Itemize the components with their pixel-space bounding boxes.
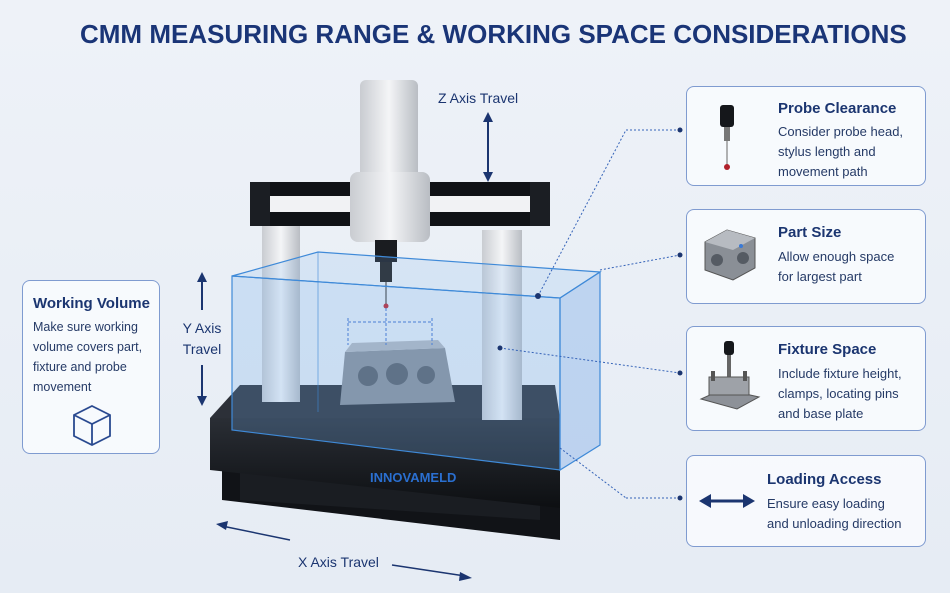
- right-column: [482, 230, 522, 420]
- card-text: Include fixture height, clamps, locating…: [778, 364, 902, 424]
- engine-block-part: [340, 308, 455, 405]
- y-axis-label-line1: Y Axis: [182, 320, 222, 336]
- y-axis-label-line2: Travel: [182, 341, 222, 357]
- card-title: Probe Clearance: [778, 100, 897, 117]
- text-line: for largest part: [778, 269, 862, 284]
- working-volume-card: Working Volume Make sure working volume …: [22, 280, 160, 454]
- z-ram: [350, 80, 430, 309]
- probe-icon: [720, 105, 734, 170]
- text-line: Include fixture height,: [778, 366, 902, 381]
- probe-clearance-card: Probe Clearance Consider probe head, sty…: [686, 86, 926, 186]
- text-line: Make sure working: [33, 320, 138, 334]
- brand-label: INNOVAMELD: [370, 470, 456, 485]
- card-text: Make sure working volume covers part, fi…: [33, 317, 142, 397]
- card-text: Consider probe head, stylus length and m…: [778, 122, 903, 182]
- axis-arrows: [197, 112, 493, 581]
- left-column: [262, 222, 300, 402]
- fixture-icon: [699, 341, 761, 410]
- text-line: Allow enough space: [778, 249, 895, 264]
- card-title: Loading Access: [767, 471, 882, 488]
- double-arrow-icon: [699, 494, 755, 508]
- part-size-card: Part Size Allow enough space for largest…: [686, 209, 926, 304]
- engine-block-icon: [704, 229, 756, 281]
- card-title: Working Volume: [33, 295, 150, 312]
- card-text: Ensure easy loading and unloading direct…: [767, 494, 901, 534]
- text-line: and unloading direction: [767, 516, 902, 531]
- text-line: Ensure easy loading: [767, 496, 885, 511]
- y-axis-label: Y Axis Travel: [172, 318, 232, 360]
- text-line: volume covers part,: [33, 340, 143, 354]
- fixture-space-card: Fixture Space Include fixture height, cl…: [686, 326, 926, 431]
- x-axis-label: X Axis Travel: [298, 554, 379, 570]
- z-axis-label: Z Axis Travel: [438, 90, 519, 106]
- leader-lines: [497, 127, 683, 501]
- card-title: Fixture Space: [778, 341, 877, 358]
- text-line: fixture and probe: [33, 360, 127, 374]
- granite-base: [210, 385, 560, 540]
- text-line: stylus length and: [778, 144, 876, 159]
- text-line: clamps, locating pins: [778, 386, 899, 401]
- text-line: Consider probe head,: [778, 124, 904, 139]
- page-title: CMM MEASURING RANGE & WORKING SPACE CONS…: [80, 19, 907, 49]
- loading-access-card: Loading Access Ensure easy loading and u…: [686, 455, 926, 547]
- text-line: movement path: [778, 164, 868, 179]
- text-line: movement: [33, 380, 92, 394]
- card-title: Part Size: [778, 224, 842, 241]
- text-line: and base plate: [778, 406, 864, 421]
- working-volume-box: [231, 251, 602, 472]
- card-text: Allow enough space for largest part: [778, 247, 894, 287]
- cube-icon: [73, 404, 111, 447]
